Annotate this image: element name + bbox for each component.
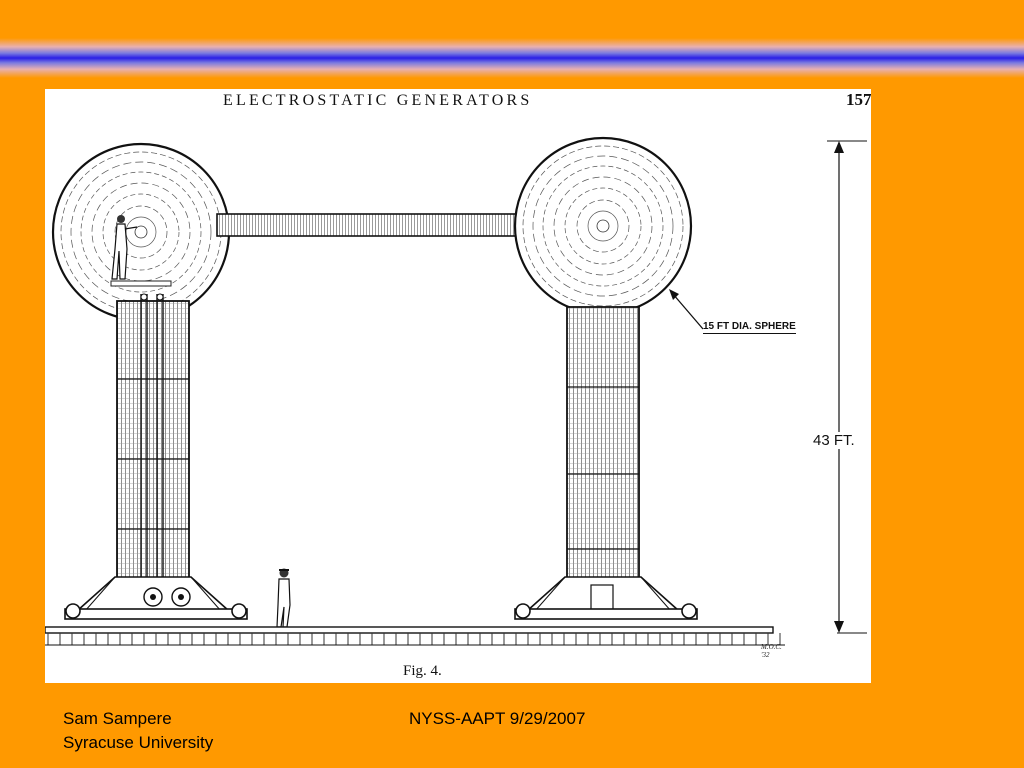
figure-caption: Fig. 4. <box>403 663 442 679</box>
rail-track <box>45 626 785 646</box>
left-sphere <box>51 142 231 322</box>
author-name: Sam Sampere <box>63 709 172 728</box>
right-column <box>566 306 640 580</box>
footer-event: NYSS-AAPT 9/29/2007 <box>409 709 586 728</box>
height-label: 43 FT. <box>812 432 856 449</box>
right-sphere <box>513 136 693 316</box>
van-de-graaff-drawing <box>45 136 867 646</box>
generator-illustration: ELECTROSTATIC GENERATORS 157 15 FT DIA. … <box>45 89 871 683</box>
header-gradient-band <box>0 38 1024 78</box>
connecting-beam <box>216 213 518 237</box>
right-base <box>514 576 698 620</box>
sphere-leader-arrow <box>669 289 704 330</box>
height-dimension-line <box>827 140 867 634</box>
figure-page-number: 157 <box>846 90 871 109</box>
left-base <box>64 576 248 620</box>
sphere-diameter-label: 15 FT DIA. SPHERE <box>703 321 796 334</box>
footer-author: Sam Sampere Syracuse University <box>63 707 213 755</box>
artist-signature: M.O.C. '32 <box>761 643 782 659</box>
person-scale-figure <box>276 568 291 628</box>
figure-title: ELECTROSTATIC GENERATORS <box>223 92 533 109</box>
left-column <box>116 293 190 580</box>
author-affiliation: Syracuse University <box>63 733 214 752</box>
